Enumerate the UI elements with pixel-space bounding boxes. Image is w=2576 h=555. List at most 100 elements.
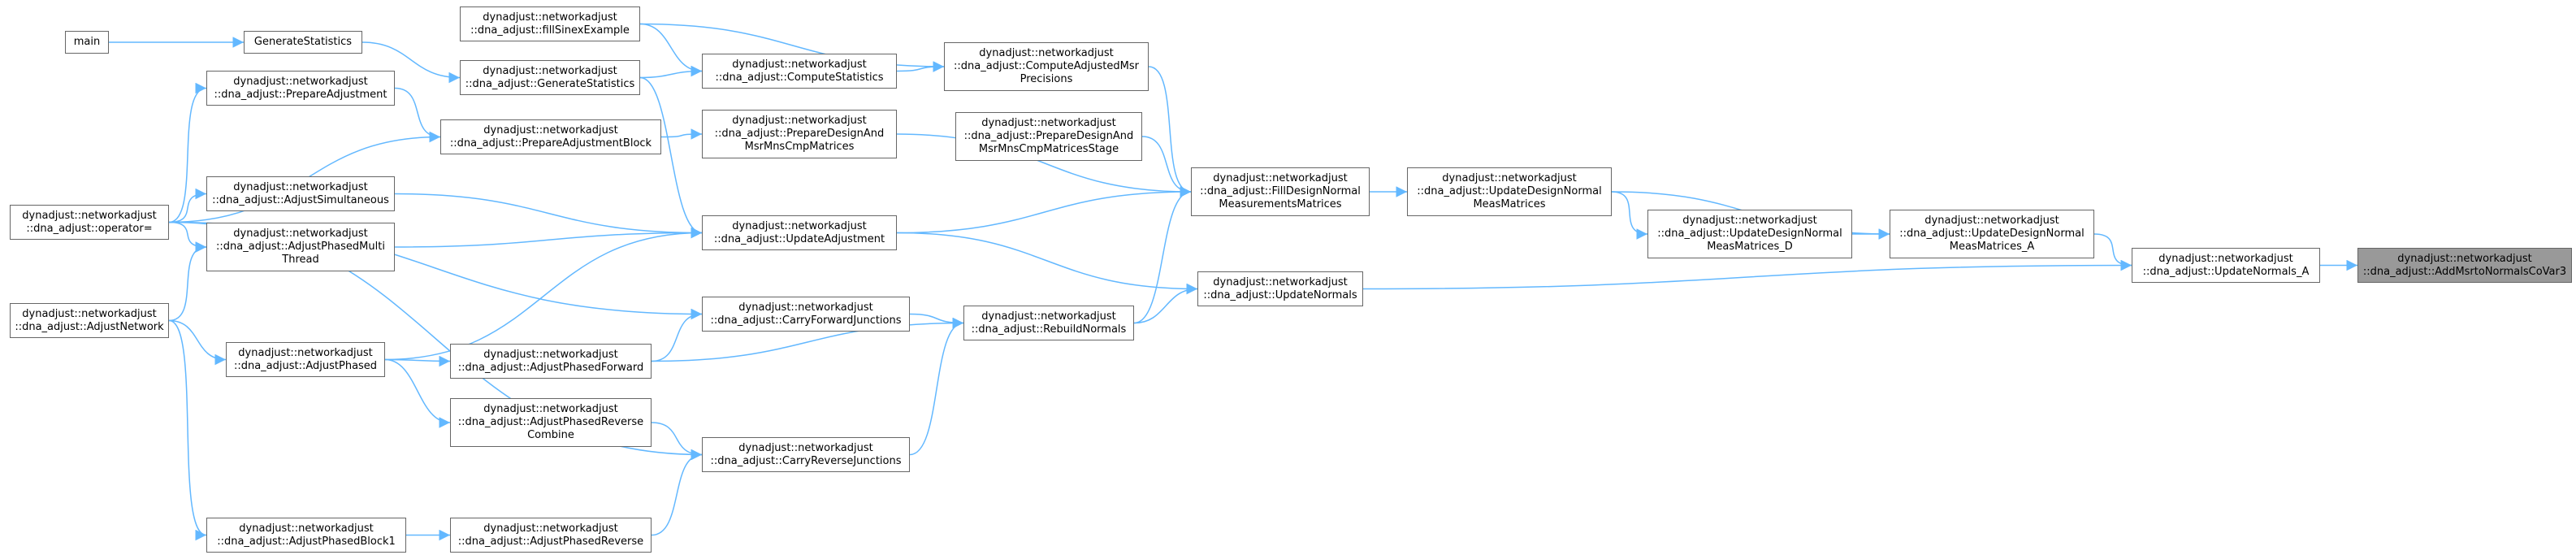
edge-rebuild_normals-to-fill_design <box>1133 186 1192 324</box>
node-label-line: ::dna_adjust::UpdateAdjustment <box>713 232 885 245</box>
node-label-line: dynadjust::networkadjust <box>238 346 373 359</box>
node-label-line: ::dna_adjust::AdjustPhasedReverse <box>457 535 644 548</box>
node-adj-phased-rev[interactable]: dynadjust::networkadjust::dna_adjust::Ad… <box>450 518 652 553</box>
node-adj-phased[interactable]: dynadjust::networkadjust::dna_adjust::Ad… <box>226 342 385 377</box>
node-root: dynadjust::networkadjust::dna_adjust::Ad… <box>2357 248 2572 283</box>
node-label-line: Thread <box>282 254 319 266</box>
node-update-design-a[interactable]: dynadjust::networkadjust::dna_adjust::Up… <box>1890 210 2094 258</box>
edge-compute_stats-to-compute_adj_msr <box>896 61 945 72</box>
node-label-line: dynadjust::networkadjust <box>483 348 618 361</box>
node-update-design[interactable]: dynadjust::networkadjust::dna_adjust::Up… <box>1407 167 1612 216</box>
node-label-line: ::dna_adjust::UpdateNormals_A <box>2142 265 2310 278</box>
node-label-line: ::dna_adjust::UpdateDesignNormal <box>1657 228 1842 240</box>
node-update-adj[interactable]: dynadjust::networkadjust::dna_adjust::Up… <box>702 215 897 250</box>
node-compute-stats[interactable]: dynadjust::networkadjust::dna_adjust::Co… <box>702 54 897 89</box>
node-label-line: dynadjust::networkadjust <box>979 47 1114 59</box>
edge-prep_design_stage-to-fill_design <box>1141 136 1192 197</box>
node-label-line: dynadjust::networkadjust <box>483 522 618 535</box>
node-label-line: ::dna_adjust::CarryReverseJunctions <box>710 454 902 467</box>
edge-update_design-to-update_design_d <box>1611 191 1648 240</box>
node-label-line: ::dna_adjust::GenerateStatistics <box>465 77 635 90</box>
node-update-normals[interactable]: dynadjust::networkadjust::dna_adjust::Up… <box>1197 271 1363 306</box>
node-carry-fwd[interactable]: dynadjust::networkadjust::dna_adjust::Ca… <box>702 297 910 332</box>
node-label-line: dynadjust::networkadjust <box>738 301 873 314</box>
node-prep-adj-block[interactable]: dynadjust::networkadjust::dna_adjust::Pr… <box>440 119 661 154</box>
node-adj-phased-mt[interactable]: dynadjust::networkadjust::dna_adjust::Ad… <box>206 223 395 271</box>
edge-adj_network-to-adj_phased_mt <box>168 241 207 322</box>
node-label-line: dynadjust::networkadjust <box>2397 252 2532 265</box>
node-label-line: ::dna_adjust::RebuildNormals <box>971 323 1127 336</box>
node-label-line: ::dna_adjust::AdjustPhasedReverse <box>457 416 644 428</box>
node-label-line: dynadjust::networkadjust <box>483 403 618 415</box>
node-label-line: MsrMnsCmpMatricesStage <box>978 143 1119 155</box>
node-prep-adj[interactable]: dynadjust::networkadjust::dna_adjust::Pr… <box>206 71 395 106</box>
node-label-line: dynadjust::networkadjust <box>732 115 867 127</box>
node-generate-stats[interactable]: dynadjust::networkadjust::dna_adjust::Ge… <box>460 60 640 95</box>
edge-adj_network-to-adj_phased <box>168 319 227 366</box>
node-label-line: ::dna_adjust::AdjustPhasedForward <box>457 361 644 374</box>
node-update-normals-a[interactable]: dynadjust::networkadjust::dna_adjust::Up… <box>2132 248 2320 283</box>
node-label-line: dynadjust::networkadjust <box>233 180 368 193</box>
node-label-line: dynadjust::networkadjust <box>732 219 867 232</box>
edge-update_normals-to-update_normals_a <box>1362 259 2132 290</box>
edge-generate_stats-to-update_adj <box>639 76 703 239</box>
node-label-line: ::dna_adjust::AdjustPhasedBlock1 <box>217 535 396 548</box>
node-label-line: dynadjust::networkadjust <box>2158 252 2293 265</box>
node-label-line: ::dna_adjust::operator= <box>26 222 153 235</box>
node-label-line: ::dna_adjust::PrepareDesignAnd <box>714 128 885 140</box>
node-label-line: main <box>73 36 101 48</box>
node-fill-sinex[interactable]: dynadjust::networkadjust::dna_adjust::fi… <box>460 7 640 41</box>
node-label-line: dynadjust::networkadjust <box>483 64 617 77</box>
node-label-line: dynadjust::networkadjust <box>981 117 1116 129</box>
edge-operator-to-adj_sim <box>168 188 207 223</box>
node-label-line: dynadjust::networkadjust <box>239 522 374 535</box>
edge-adj_phased-to-update_adj <box>384 227 703 361</box>
edge-prep_design_msr-to-fill_design <box>896 133 1192 197</box>
edge-update_adj-to-update_normals <box>896 232 1198 295</box>
node-adj-network[interactable]: dynadjust::networkadjust::dna_adjust::Ad… <box>10 303 169 338</box>
node-update-design-d[interactable]: dynadjust::networkadjust::dna_adjust::Up… <box>1647 210 1852 258</box>
node-adj-phased-rev-comb[interactable]: dynadjust::networkadjust::dna_adjust::Ad… <box>450 398 652 447</box>
node-main[interactable]: main <box>65 31 109 54</box>
edge-fill_sinex-to-compute_stats <box>639 23 703 77</box>
node-adj-block1[interactable]: dynadjust::networkadjust::dna_adjust::Ad… <box>206 518 406 553</box>
node-label-line: dynadjust::networkadjust <box>1442 172 1577 184</box>
node-operator[interactable]: dynadjust::networkadjust::dna_adjust::op… <box>10 205 169 240</box>
node-label-line: ::dna_adjust::ComputeStatistics <box>715 71 884 84</box>
edge-adj_phased-to-adj_phased_fwd <box>384 355 451 367</box>
edge-carry_rev-to-rebuild_normals <box>909 317 964 456</box>
node-prep-design-stage[interactable]: dynadjust::networkadjust::dna_adjust::Pr… <box>955 112 1142 161</box>
node-label-line: ::dna_adjust::PrepareAdjustment <box>214 88 387 101</box>
node-fill-design[interactable]: dynadjust::networkadjust::dna_adjust::Fi… <box>1191 167 1370 216</box>
node-adj-phased-fwd[interactable]: dynadjust::networkadjust::dna_adjust::Ad… <box>450 344 652 379</box>
node-label-line: ::dna_adjust::CarryForwardJunctions <box>710 314 902 327</box>
node-label-line: MeasMatrices_D <box>1707 241 1793 253</box>
node-carry-rev[interactable]: dynadjust::networkadjust::dna_adjust::Ca… <box>702 437 910 472</box>
node-label-line: ::dna_adjust::UpdateDesignNormal <box>1417 185 1602 197</box>
edge-gen_stats-to-generate_stats <box>362 41 461 84</box>
node-gen-stats[interactable]: GenerateStatistics <box>244 31 362 54</box>
node-prep-design-msr[interactable]: dynadjust::networkadjust::dna_adjust::Pr… <box>702 110 897 158</box>
edge-adj_sim-to-update_adj <box>394 193 703 239</box>
node-label-line: dynadjust::networkadjust <box>233 75 368 88</box>
edge-adj_phased_fwd-to-carry_fwd <box>651 308 703 362</box>
edge-generate_stats-to-compute_stats <box>639 65 703 79</box>
node-label-line: ::dna_adjust::fillSinexExample <box>470 24 630 37</box>
edge-adj_phased_rev_comb-to-carry_rev <box>651 422 703 461</box>
edge-update_adj-to-fill_design <box>896 186 1192 234</box>
node-label-line: dynadjust::networkadjust <box>1213 275 1348 288</box>
edge-carry_fwd-to-rebuild_normals <box>909 313 964 329</box>
node-label-line: ::dna_adjust::FillDesignNormal <box>1200 185 1361 197</box>
edge-operator-to-prep_adj <box>168 82 207 223</box>
node-label-line: dynadjust::networkadjust <box>1682 215 1817 227</box>
node-compute-adj-msr[interactable]: dynadjust::networkadjust::dna_adjust::Co… <box>944 42 1149 91</box>
node-adj-sim[interactable]: dynadjust::networkadjust::dna_adjust::Ad… <box>206 176 395 211</box>
edge-prep_adj_block-to-prep_design_msr <box>660 128 703 140</box>
node-rebuild-normals[interactable]: dynadjust::networkadjust::dna_adjust::Re… <box>963 306 1134 340</box>
node-label-line: MeasMatrices <box>1473 198 1546 210</box>
node-label-line: Precisions <box>1020 73 1073 85</box>
node-label-line: dynadjust::networkadjust <box>22 209 157 222</box>
node-label-line: ::dna_adjust::UpdateDesignNormal <box>1899 228 2085 240</box>
node-label-line: ::dna_adjust::AdjustSimultaneous <box>212 193 389 206</box>
node-label-line: dynadjust::networkadjust <box>483 124 618 137</box>
